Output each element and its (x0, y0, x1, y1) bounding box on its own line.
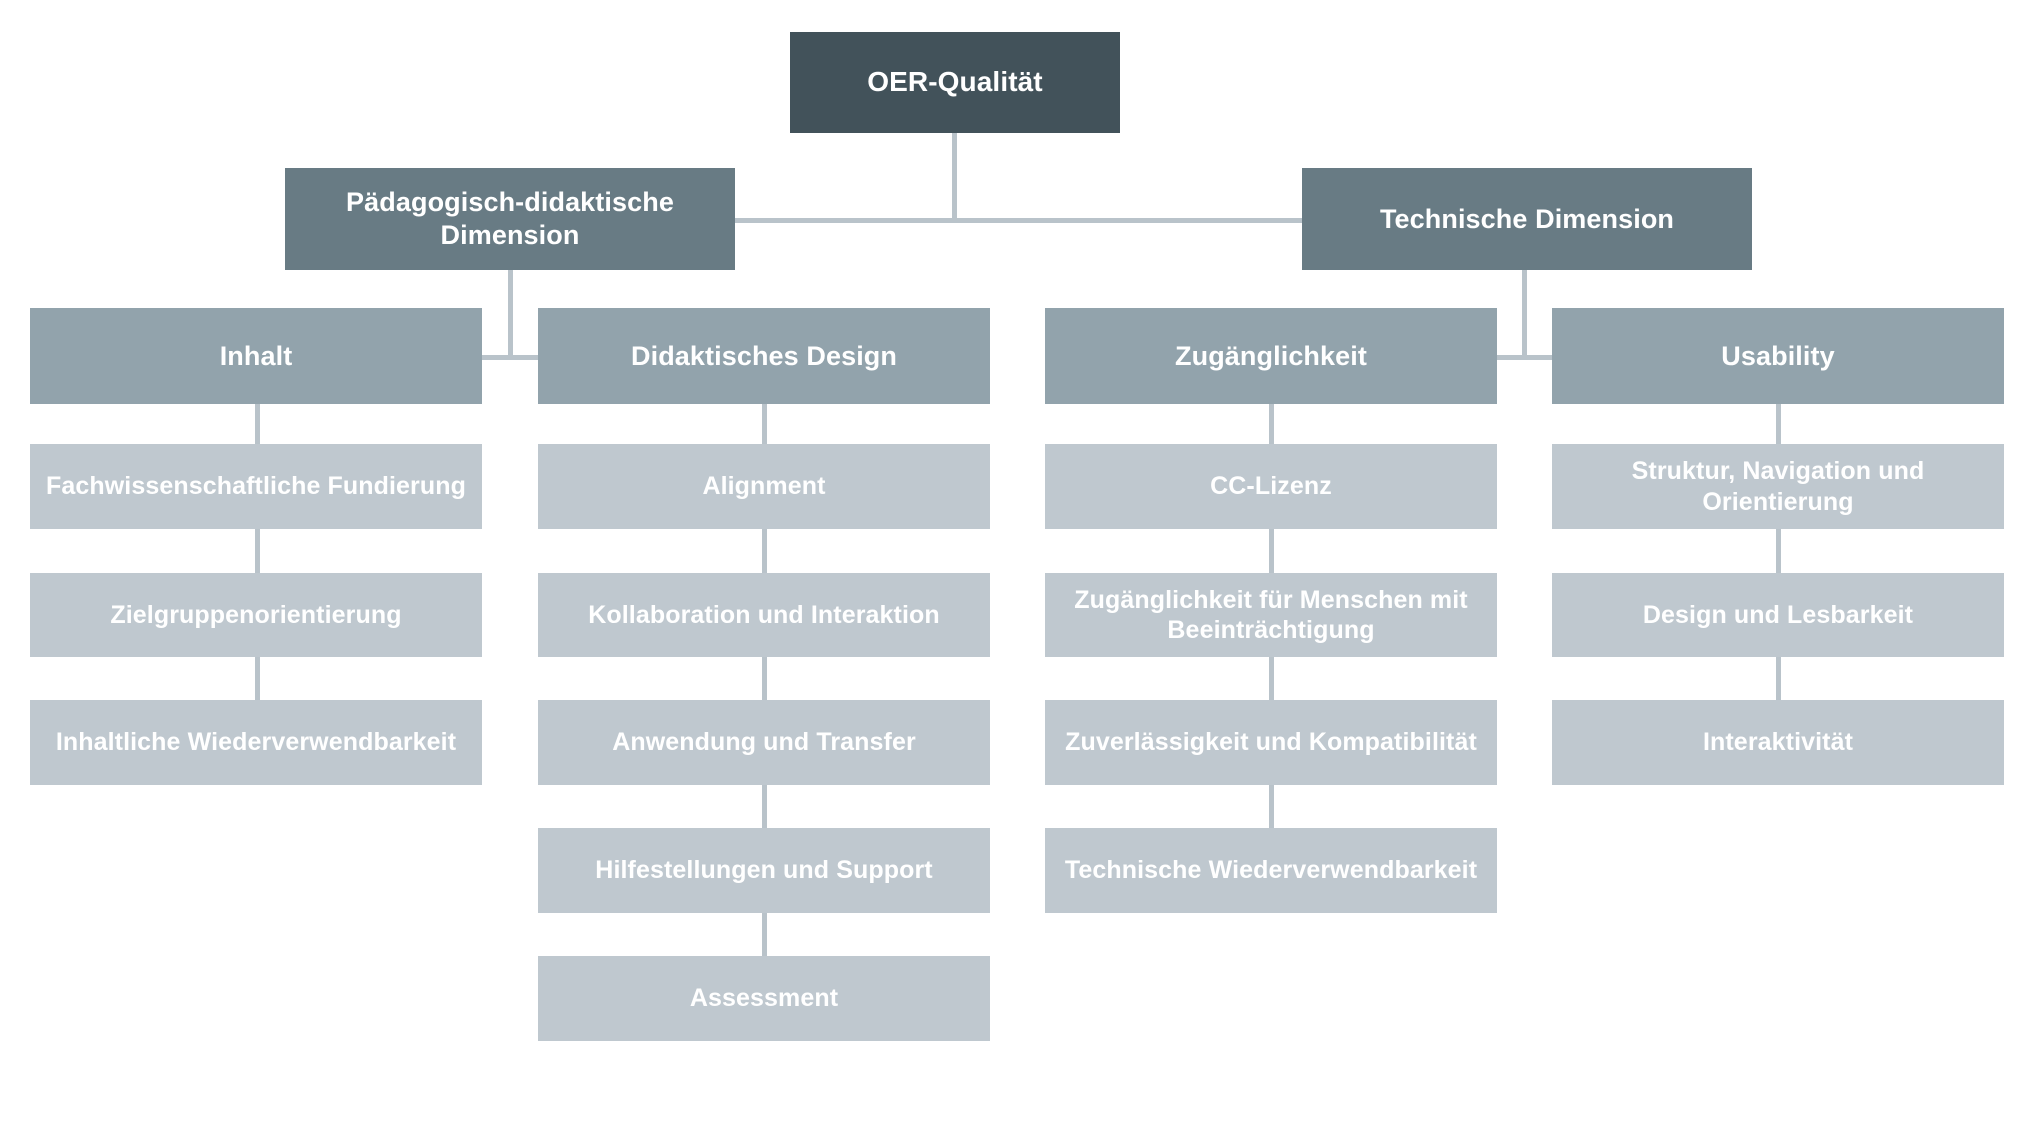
connector-zugaenglichkeit-chain-3 (1269, 657, 1274, 700)
node-label: Usability (1721, 340, 1835, 371)
node-label: Zugänglichkeit für Menschen mit Beeinträ… (1074, 585, 1468, 645)
node-alignment[interactable]: Alignment (538, 444, 990, 529)
node-didaktisches-design[interactable]: Didaktisches Design (538, 308, 990, 404)
connector-paedagogische-down (508, 270, 513, 359)
connector-technische-crossbar (1497, 355, 1553, 360)
node-usability[interactable]: Usability (1552, 308, 2004, 404)
node-hilfestellungen-und-support[interactable]: Hilfestellungen und Support (538, 828, 990, 913)
node-label: Pädagogisch-didaktische Dimension (346, 187, 674, 250)
connector-paedagogische-crossbar (482, 355, 538, 360)
node-label: Inhalt (219, 340, 293, 371)
connector-inhalt-chain-3 (255, 657, 260, 700)
node-design-und-lesbarkeit[interactable]: Design und Lesbarkeit (1552, 573, 2004, 657)
connector-usability-chain-2 (1776, 529, 1781, 573)
node-inhalt[interactable]: Inhalt (30, 308, 482, 404)
node-zuverlaessigkeit-und-kompatibilitaet[interactable]: Zuverlässigkeit und Kompatibilität (1045, 700, 1497, 785)
connector-inhalt-chain-1 (255, 404, 260, 444)
connector-didaktisches-chain-1 (762, 404, 767, 444)
connector-usability-chain-1 (1776, 404, 1781, 444)
node-label: Technische Dimension (1379, 203, 1675, 234)
node-label: Assessment (689, 984, 839, 1013)
node-label: Didaktisches Design (631, 340, 897, 371)
node-label: Zielgruppenorientierung (110, 600, 402, 629)
node-label: Technische Wiederverwendbarkeit (1064, 856, 1478, 885)
node-label: Struktur, Navigation und Orientierung (1631, 457, 1925, 516)
connector-zugaenglichkeit-chain-4 (1269, 785, 1274, 828)
node-label: Design und Lesbarkeit (1642, 600, 1914, 629)
node-fachwissenschaftliche-fundierung[interactable]: Fachwissenschaftliche Fundierung (30, 444, 482, 529)
node-label: Kollaboration und Interaktion (588, 600, 940, 629)
node-inhaltliche-wiederverwendbarkeit[interactable]: Inhaltliche Wiederverwendbarkeit (30, 700, 482, 785)
node-zugaenglichkeit-fuer-menschen-mit-beeintraechtigung[interactable]: Zugänglichkeit für Menschen mit Beeinträ… (1045, 573, 1497, 657)
node-label: Alignment (702, 472, 826, 501)
node-label: Hilfestellungen und Support (595, 856, 933, 885)
connector-technische-down (1522, 270, 1527, 359)
node-label: CC-Lizenz (1210, 472, 1332, 501)
connector-didaktisches-chain-2 (762, 529, 767, 573)
connector-didaktisches-chain-5 (762, 913, 767, 956)
node-zugaenglichkeit[interactable]: Zugänglichkeit (1045, 308, 1497, 404)
connector-zugaenglichkeit-chain-1 (1269, 404, 1274, 444)
node-cc-lizenz[interactable]: CC-Lizenz (1045, 444, 1497, 529)
connector-zugaenglichkeit-chain-2 (1269, 529, 1274, 573)
node-zielgruppenorientierung[interactable]: Zielgruppenorientierung (30, 573, 482, 657)
connector-root-down (952, 133, 957, 220)
node-struktur-navigation-und-orientierung[interactable]: Struktur, Navigation und Orientierung (1552, 444, 2004, 529)
node-label: OER-Qualität (867, 66, 1043, 98)
node-interaktivitaet[interactable]: Interaktivität (1552, 700, 2004, 785)
node-anwendung-und-transfer[interactable]: Anwendung und Transfer (538, 700, 990, 785)
node-label: Zugänglichkeit (1175, 340, 1367, 371)
node-paedagogisch-didaktische-dimension[interactable]: Pädagogisch-didaktische Dimension (285, 168, 735, 270)
node-technische-dimension[interactable]: Technische Dimension (1302, 168, 1752, 270)
node-oer-qualitaet[interactable]: OER-Qualität (790, 32, 1120, 133)
node-label: Fachwissenschaftliche Fundierung (46, 472, 466, 501)
connector-level2-spine (735, 218, 1525, 223)
node-label: Interaktivität (1702, 728, 1854, 757)
node-kollaboration-und-interaktion[interactable]: Kollaboration und Interaktion (538, 573, 990, 657)
node-label: Inhaltliche Wiederverwendbarkeit (55, 728, 457, 757)
node-technische-wiederverwendbarkeit[interactable]: Technische Wiederverwendbarkeit (1045, 828, 1497, 913)
connector-usability-chain-3 (1776, 657, 1781, 700)
node-label: Zuverlässigkeit und Kompatibilität (1065, 728, 1477, 757)
connector-didaktisches-chain-3 (762, 657, 767, 700)
connector-to-paedagogische-dimension (735, 218, 740, 223)
connector-didaktisches-chain-4 (762, 785, 767, 828)
connector-inhalt-chain-2 (255, 529, 260, 573)
node-assessment[interactable]: Assessment (538, 956, 990, 1041)
node-label: Anwendung und Transfer (612, 728, 916, 757)
